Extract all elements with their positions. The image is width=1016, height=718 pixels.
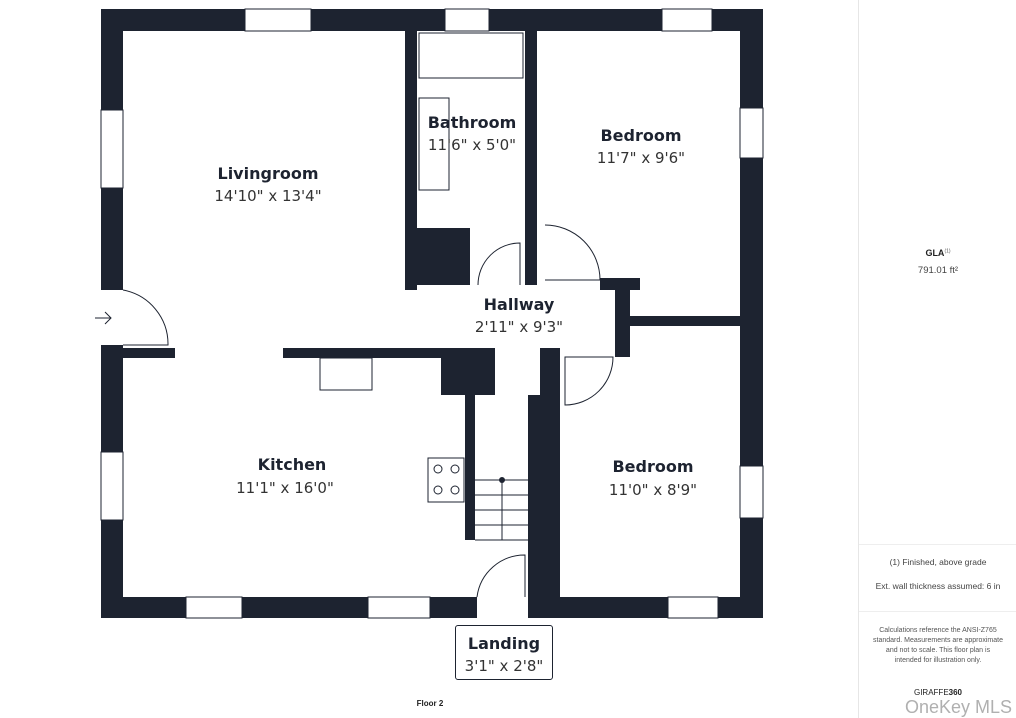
svg-text:Hallway: Hallway <box>484 295 555 314</box>
gla-label: GLA <box>925 248 945 258</box>
landing-label-box <box>455 625 553 680</box>
fixtures <box>319 32 528 541</box>
gla-sup: (1) <box>944 248 951 255</box>
room-bedroom-lower: Bedroom 11'0" x 8'9" <box>609 457 697 499</box>
walls <box>101 9 763 618</box>
svg-text:Kitchen: Kitchen <box>258 455 327 474</box>
calc-disclaimer: Calculations reference the ANSI-Z765 sta… <box>873 627 1003 664</box>
brand-logo: GIRAFFE360 <box>859 688 1016 697</box>
entry-arrow-icon <box>95 311 112 325</box>
floor-label: Floor 2 <box>416 699 444 708</box>
room-livingroom: Livingroom 14'10" x 13'4" <box>214 164 321 205</box>
info-panel: GLA(1) 791.01 ft² (1) Finished, above gr… <box>858 0 1016 718</box>
svg-text:Bedroom: Bedroom <box>600 126 681 145</box>
watermark: OneKey MLS <box>904 697 1012 717</box>
gla-section: GLA(1) 791.01 ft² <box>859 248 1016 276</box>
gla-value: 791.01 ft² <box>917 265 959 276</box>
svg-text:11'1" x 16'0": 11'1" x 16'0" <box>236 479 334 497</box>
svg-text:Bedroom: Bedroom <box>612 457 693 476</box>
svg-text:Livingroom: Livingroom <box>218 164 319 183</box>
svg-text:Landing: Landing <box>468 634 540 653</box>
note-wall-thickness: Ext. wall thickness assumed: 6 in <box>875 581 1001 591</box>
svg-text:Bathroom: Bathroom <box>428 113 517 132</box>
svg-text:11'6" x 5'0": 11'6" x 5'0" <box>428 136 516 154</box>
svg-text:11'7" x 9'6": 11'7" x 9'6" <box>597 149 685 167</box>
room-bedroom-upper: Bedroom 11'7" x 9'6" <box>597 126 685 167</box>
room-kitchen: Kitchen 11'1" x 16'0" <box>236 455 334 497</box>
floor-plan: Livingroom 14'10" x 13'4" Bathroom 11'6"… <box>95 8 764 619</box>
room-landing: Landing 3'1" x 2'8" <box>465 634 544 675</box>
windows <box>100 8 764 619</box>
room-bathroom: Bathroom 11'6" x 5'0" <box>428 113 517 154</box>
svg-text:2'11" x 9'3": 2'11" x 9'3" <box>475 318 563 336</box>
brand-number: 360 <box>948 688 963 697</box>
notes-section: (1) Finished, above grade Ext. wall thic… <box>859 544 1016 612</box>
svg-text:11'0" x 8'9": 11'0" x 8'9" <box>609 481 697 499</box>
room-hallway: Hallway 2'11" x 9'3" <box>475 295 563 336</box>
svg-text:3'1" x 2'8": 3'1" x 2'8" <box>465 657 544 675</box>
doors <box>122 224 614 598</box>
svg-text:14'10" x 13'4": 14'10" x 13'4" <box>214 187 321 205</box>
note-finished: (1) Finished, above grade <box>889 557 987 567</box>
brand-text: GIRAFFE <box>913 688 949 697</box>
